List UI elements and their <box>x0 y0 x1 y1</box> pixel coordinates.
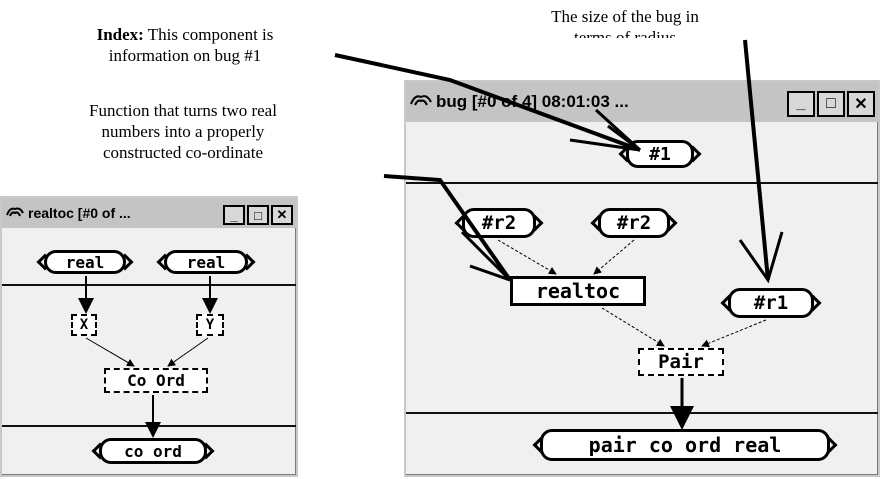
index-caption-text: This component is <box>143 25 274 44</box>
close-icon: ✕ <box>854 96 868 113</box>
index-caption-bold: Index: <box>96 25 144 44</box>
input-node-r1[interactable]: #r1 <box>728 288 814 318</box>
constructor-co-ord[interactable]: Co Ord <box>104 368 208 393</box>
input-node-real-2[interactable]: real <box>164 250 248 274</box>
bug-window-controls: _ □ ✕ <box>787 91 875 117</box>
minimize-icon: _ <box>796 95 806 112</box>
realtoc-window: realtoc [#0 of ... _ □ ✕ real real X Y C… <box>0 196 298 477</box>
output-divider <box>406 412 878 414</box>
index-node[interactable]: #1 <box>626 140 694 168</box>
output-node-co-ord[interactable]: co ord <box>99 438 207 464</box>
input-node-r2-2[interactable]: #r2 <box>598 208 670 238</box>
size-caption-line2: terms of radius <box>574 28 676 38</box>
close-button[interactable]: ✕ <box>847 91 875 117</box>
function-caption-line1: Function that turns two real <box>89 101 277 120</box>
bug-title: bug [#0 of 4] 08:01:03 ... <box>436 92 629 111</box>
input-node-real-1[interactable]: real <box>44 250 126 274</box>
bug-logo-icon <box>410 92 432 113</box>
function-caption-line3: constructed co-ordinate <box>102 143 263 162</box>
maximize-icon: □ <box>254 207 262 223</box>
function-node-realtoc[interactable]: realtoc <box>510 276 646 306</box>
output-node-pair-co-ord-real[interactable]: pair co ord real <box>540 429 830 461</box>
minimize-button[interactable]: _ <box>787 91 815 117</box>
bug-logo-icon <box>6 205 24 222</box>
minimize-icon: _ <box>230 207 238 223</box>
function-caption-line2: numbers into a properly <box>101 122 265 141</box>
minimize-button[interactable]: _ <box>223 205 245 225</box>
realtoc-connectors <box>78 276 218 438</box>
close-button[interactable]: ✕ <box>271 205 293 225</box>
maximize-icon: □ <box>826 95 836 112</box>
realtoc-window-controls: _ □ ✕ <box>223 205 293 225</box>
inputs-divider <box>2 284 296 286</box>
size-caption-line1: The size of the bug in <box>551 7 699 26</box>
output-divider <box>2 425 296 427</box>
constructor-pair[interactable]: Pair <box>638 348 724 376</box>
index-divider <box>406 182 878 184</box>
index-caption-line2: information on bug #1 <box>108 46 262 65</box>
field-y[interactable]: Y <box>196 314 224 336</box>
size-caption: The size of the bug in terms of radius <box>500 6 750 38</box>
maximize-button[interactable]: □ <box>817 91 845 117</box>
input-node-r2-1[interactable]: #r2 <box>462 208 536 238</box>
function-caption: Function that turns two real numbers int… <box>48 100 318 163</box>
index-caption: Index: This component is information on … <box>50 24 320 66</box>
realtoc-title: realtoc [#0 of ... <box>28 205 131 221</box>
field-x[interactable]: X <box>71 314 97 336</box>
bug-window: bug [#0 of 4] 08:01:03 ... _ □ ✕ #1 #r2 … <box>404 80 880 477</box>
close-icon: ✕ <box>276 207 288 222</box>
maximize-button[interactable]: □ <box>247 205 269 225</box>
